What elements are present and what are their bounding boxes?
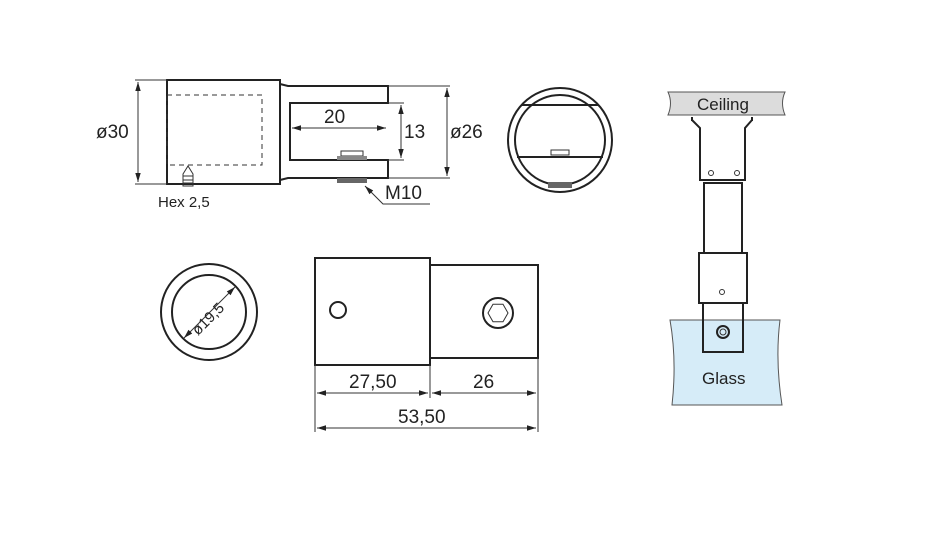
hidden-bore [166, 94, 263, 166]
end-view-bore: ø19,5 [160, 263, 258, 361]
ceiling [667, 91, 786, 116]
glass-clamp [702, 302, 744, 353]
dim-slot-width: 20 [324, 107, 345, 128]
dim-dia30: ø30 [96, 122, 129, 143]
glass [669, 319, 783, 406]
dim-length-total: 53,50 [398, 407, 446, 428]
label-thread: M10 [385, 183, 422, 204]
ceiling-bracket [691, 119, 753, 181]
dim-slot-height: 13 [404, 122, 425, 143]
label-hex: Hex 2,5 [158, 194, 210, 211]
nut-top [340, 150, 364, 157]
dim-length-a: 27,50 [349, 372, 397, 393]
end-view-slot [507, 87, 613, 193]
connector-collar [698, 252, 748, 304]
hex-socket-small-icon [329, 301, 347, 319]
bottom-view: 27,50 26 53,50 [314, 257, 539, 432]
dim-dia26: ø26 [450, 122, 483, 143]
label-glass: Glass [702, 369, 745, 388]
tube [703, 182, 743, 254]
side-view: ø30 20 13 ø26 Hex 2,5 M10 [96, 79, 483, 211]
hex-socket-large-icon [482, 297, 514, 329]
installation-view: Ceiling Glass [667, 91, 786, 406]
dim-dia19-5: ø19,5 [189, 300, 228, 339]
dim-length-b: 26 [473, 372, 494, 393]
neck [279, 83, 389, 181]
set-screw-icon [182, 165, 194, 187]
label-ceiling: Ceiling [697, 95, 749, 114]
nut-bottom [337, 178, 367, 183]
body [166, 79, 281, 185]
